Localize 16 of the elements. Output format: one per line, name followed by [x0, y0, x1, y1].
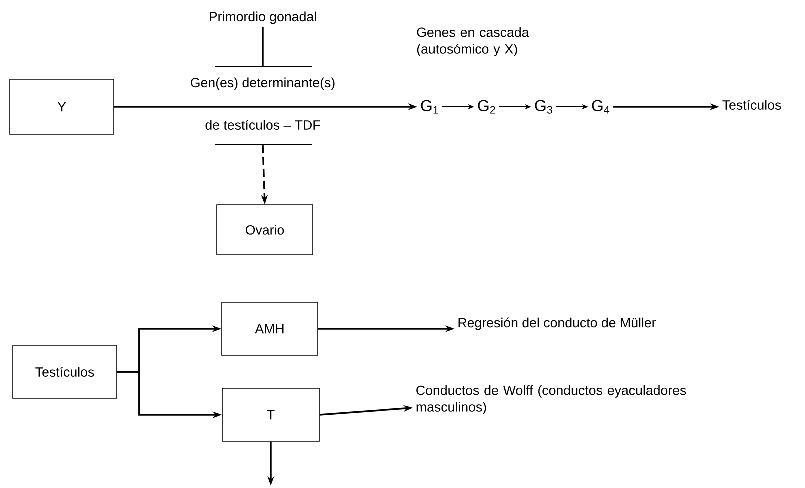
- outcome-text: Testículos: [722, 100, 782, 110]
- process-box: AMH: [222, 302, 318, 356]
- outcome-text: Conductos de Wolff (conductos eyaculadores masculinos): [416, 385, 686, 415]
- process-box: Testículos: [12, 345, 118, 399]
- process-box: Ovario: [216, 204, 314, 256]
- gene-symbol: G$_{1}$: [421, 100, 438, 114]
- outcome-text: Primordio gonadal: [210, 12, 316, 24]
- gene-symbol: G$_{4}$: [592, 100, 610, 114]
- connector-line: [262, 27, 264, 67]
- gene-symbol: G$_{2}$: [478, 100, 496, 114]
- outcome-text: Regresión del conducto de Müller: [458, 318, 656, 330]
- gene-label: Gen(es) determinante(s) de testículos – TDF: [191, 78, 335, 130]
- process-box: Y: [10, 79, 114, 135]
- process-box: T: [222, 388, 320, 442]
- note-text: Genes en cascada (autosómico y X): [417, 27, 530, 57]
- gene-symbol: G$_{3}$: [535, 100, 552, 114]
